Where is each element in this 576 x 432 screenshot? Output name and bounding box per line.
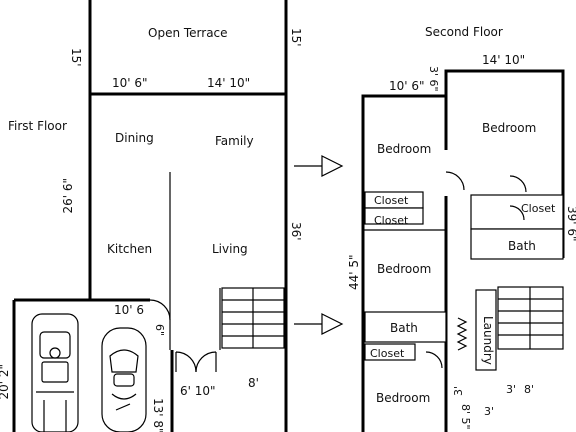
- closet-box: [364, 207, 424, 225]
- depth-left-dim: 26' 6": [61, 178, 75, 214]
- bath-left-label: Bath: [390, 321, 418, 335]
- closet-right-label: Closet: [521, 202, 556, 215]
- closet-1-label: Closet: [374, 194, 409, 207]
- laundry-label: Laundry: [481, 316, 495, 365]
- car-detail-line: [115, 403, 131, 411]
- closet-lower-label: Closet: [370, 347, 405, 360]
- bedroom-door-swing: [445, 171, 465, 191]
- dining-label: Dining: [115, 131, 154, 145]
- left-width-dim: 10' 6": [389, 79, 425, 93]
- arrow-icon: [294, 155, 344, 177]
- family-label: Family: [215, 134, 254, 148]
- door-swing: [425, 351, 443, 369]
- garage-notch-width: 10' 6: [114, 303, 144, 317]
- front-door: [175, 288, 221, 373]
- depth-right-dim: 36': [289, 222, 303, 241]
- terrace-depth-right: 15': [289, 28, 303, 47]
- arrow-icon: [294, 313, 344, 335]
- arrow-head: [321, 313, 344, 335]
- bedroom-mid-label: Bedroom: [377, 262, 431, 276]
- door-swing-left: [175, 351, 197, 373]
- closet-2-label: Closet: [374, 214, 409, 227]
- arrow-head: [321, 155, 344, 177]
- second-floor-plan: Second Floor Bedroom Bedroom Closet Clos…: [347, 25, 576, 432]
- step-dim: 3' 6": [427, 66, 440, 92]
- closet-lower-box: [364, 343, 416, 361]
- garage: [12, 298, 174, 432]
- bath-right-label: Bath: [508, 239, 536, 253]
- bottom-width-dim: 3': [484, 405, 494, 418]
- terrace-depth-left: 15': [69, 48, 83, 67]
- closet-right-box: [470, 194, 564, 230]
- bedroom-bottom-label: Bedroom: [376, 391, 430, 405]
- second-floor-stairs: [497, 286, 564, 350]
- corridor-dim-a: 3': [452, 386, 465, 396]
- truck-icon: [31, 313, 79, 432]
- garage-door-swing: [149, 299, 171, 321]
- door-swing: [509, 205, 525, 221]
- corridor-dim-c: 8': [524, 383, 534, 396]
- left-depth-dim: 44' 5": [347, 254, 361, 290]
- car-windshield: [109, 349, 139, 373]
- first-floor-label: First Floor: [8, 119, 67, 133]
- door-swing: [509, 175, 527, 193]
- open-terrace-label: Open Terrace: [148, 26, 228, 40]
- top-width-dim: 14' 10": [482, 53, 525, 67]
- corridor-dim-b: 3': [506, 383, 516, 396]
- garage-notch-height: 6": [153, 324, 166, 336]
- entry-width-dim: 6' 10": [180, 384, 216, 398]
- width-left-dim: 10' 6": [112, 76, 148, 90]
- car-icon: [101, 327, 147, 432]
- kitchen-label: Kitchen: [107, 242, 152, 256]
- truck-cab: [41, 361, 69, 383]
- bedroom-top-right-label: Bedroom: [482, 121, 536, 135]
- garage-depth-right: 13' 8": [151, 398, 165, 432]
- second-floor-label: Second Floor: [425, 25, 503, 39]
- right-depth-dim: 39' 6": [565, 206, 576, 242]
- stair-width-dim: 8': [248, 376, 259, 390]
- laundry-zigzag-icon: [456, 317, 468, 351]
- car-roof: [113, 373, 135, 387]
- bottom-depth-dim: 8' 5": [459, 404, 472, 430]
- second-floor-outer-wall: [361, 69, 565, 432]
- bedroom-top-left-label: Bedroom: [377, 142, 431, 156]
- bath-right-box: [470, 228, 564, 260]
- first-floor-plan: First Floor Open Terrace Dining Family K…: [0, 0, 303, 432]
- width-right-dim: 14' 10": [207, 76, 250, 90]
- car-rear-window: [111, 393, 137, 400]
- first-floor-stairs: [221, 287, 285, 349]
- garage-depth-left: 20' 2": [0, 364, 11, 400]
- laundry-box: [475, 289, 497, 371]
- bath-left-box: [364, 311, 447, 343]
- truck-steering-wheel: [49, 347, 61, 359]
- door-swing-right: [195, 351, 217, 373]
- living-label: Living: [212, 242, 248, 256]
